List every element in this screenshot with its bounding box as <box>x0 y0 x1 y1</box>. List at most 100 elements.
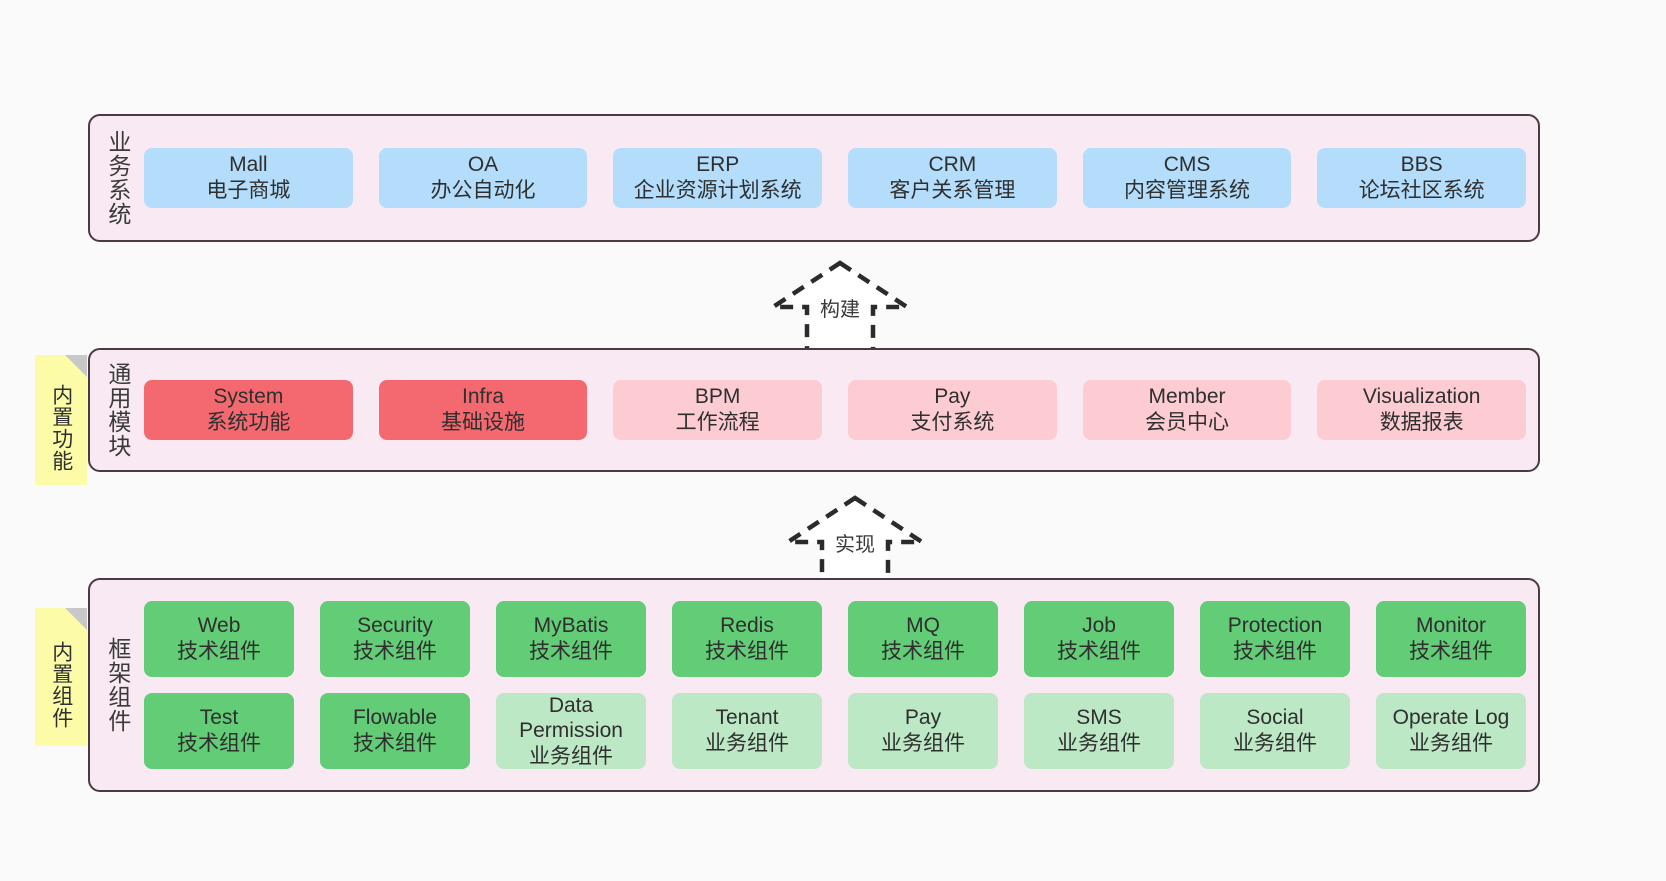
box-subtitle-cn: 电子商城 <box>206 179 291 202</box>
note-builtin-component: 内置组件 <box>35 608 87 746</box>
box-title-en: Visualization <box>1362 385 1481 409</box>
note-fold-corner-icon <box>65 608 87 630</box>
box-title-en: OA <box>467 153 499 177</box>
box-title-en: BBS <box>1400 153 1443 177</box>
box-title-en: Redis <box>720 614 774 638</box>
box-subtitle-cn: 业务组件 <box>529 744 613 768</box>
box-title-en: Infra <box>461 385 505 409</box>
box-subtitle-cn: 技术组件 <box>353 732 437 755</box>
box-subtitle-cn: 基础设施 <box>441 411 525 434</box>
box-subtitle-cn: 客户关系管理 <box>889 179 1016 202</box>
box-title-en: Web <box>197 614 241 638</box>
box-title-en: Monitor <box>1415 614 1487 638</box>
box-title-en: Security <box>357 614 433 638</box>
box-subtitle-cn: 业务组件 <box>881 732 965 755</box>
connector-build: 构建 <box>755 255 925 359</box>
dashed-hollow-arrow-up-icon <box>780 495 930 591</box>
box-subtitle-cn: 数据报表 <box>1379 411 1464 434</box>
box-title-en: Pay <box>934 385 971 409</box>
note-builtin-component-label: 内置组件 <box>49 641 73 729</box>
box-subtitle-cn: 技术组件 <box>529 640 613 663</box>
box-title-en: Test <box>199 706 239 730</box>
box-title-en: BPM <box>694 385 741 409</box>
box-title-en: Data Permission <box>519 693 623 743</box>
note-builtin-function: 内置功能 <box>35 355 87 485</box>
box-subtitle-cn: 工作流程 <box>675 411 760 434</box>
box-title-en: Mall <box>229 153 268 177</box>
box-title-en: Social <box>1246 706 1304 730</box>
box-title-en: Protection <box>1227 614 1323 638</box>
box-subtitle-cn: 办公自动化 <box>430 179 536 202</box>
box-title-en: Job <box>1082 614 1116 638</box>
box-title-en: Operate Log <box>1392 706 1510 730</box>
box-title-en: SMS <box>1076 706 1122 730</box>
box-subtitle-cn: 技术组件 <box>353 640 437 663</box>
box-title-en: MQ <box>906 614 940 638</box>
box-subtitle-cn: 技术组件 <box>177 640 261 663</box>
box-title-en: MyBatis <box>533 614 609 638</box>
box-subtitle-cn: 业务组件 <box>1057 732 1141 755</box>
box-subtitle-cn: 业务组件 <box>1233 732 1317 755</box>
note-fold-corner-icon <box>65 355 87 377</box>
box-title-en: CRM <box>928 153 977 177</box>
dashed-hollow-arrow-up-icon <box>765 260 915 356</box>
box-subtitle-cn: 技术组件 <box>1409 640 1493 663</box>
box-subtitle-cn: 技术组件 <box>881 640 965 663</box>
box-subtitle-cn: 业务组件 <box>705 732 789 755</box>
layer-module-title: 通用模块 <box>104 362 131 458</box>
box-subtitle-cn: 技术组件 <box>1233 640 1317 663</box>
box-title-en: System <box>213 385 284 409</box>
box-title-en: Pay <box>904 706 942 730</box>
box-title-en: Flowable <box>352 706 438 730</box>
layer-business-title: 业务系统 <box>104 130 131 226</box>
box-subtitle-cn: 企业资源计划系统 <box>633 179 802 202</box>
box-subtitle-cn: 论坛社区系统 <box>1358 179 1485 202</box>
box-title-en: Tenant <box>715 706 779 730</box>
note-builtin-function-label: 内置功能 <box>49 384 73 472</box>
box-title-en: ERP <box>696 153 740 177</box>
box-subtitle-cn: 内容管理系统 <box>1124 179 1251 202</box>
box-subtitle-cn: 技术组件 <box>705 640 789 663</box>
box-subtitle-cn: 支付系统 <box>910 411 995 434</box>
box-subtitle-cn: 业务组件 <box>1409 732 1493 755</box>
box-title-en: Member <box>1148 385 1226 409</box>
box-subtitle-cn: 技术组件 <box>1057 640 1141 663</box>
